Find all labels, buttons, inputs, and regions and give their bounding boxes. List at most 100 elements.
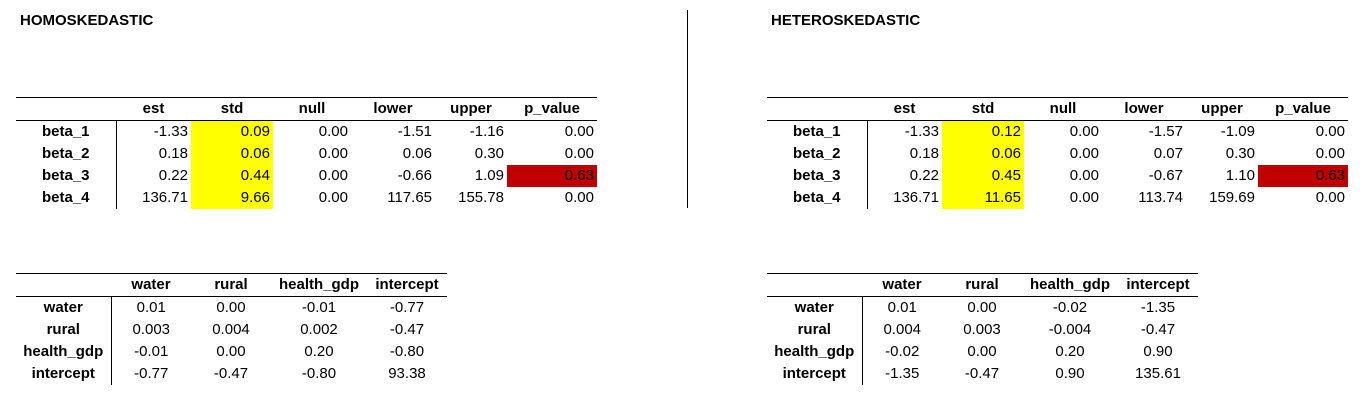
cell-water: 0.01 bbox=[887, 299, 917, 316]
cell-null: 0.00 bbox=[1069, 189, 1099, 206]
cell-intercept: 0.90 bbox=[1143, 343, 1173, 360]
cell-lower: -0.66 bbox=[397, 167, 432, 184]
homo-covariance-table: water rural health_gdp intercept water 0… bbox=[16, 273, 447, 385]
cell-rural: 0.00 bbox=[967, 343, 997, 360]
cell-std: 0.12 bbox=[942, 120, 1024, 143]
header-std: std bbox=[942, 97, 1024, 121]
table-row: health_gdp -0.02 0.00 0.20 0.90 bbox=[767, 341, 1198, 363]
row-label: intercept bbox=[16, 363, 112, 385]
cell-p-value: 0.00 bbox=[1315, 189, 1345, 206]
cell-est: -1.33 bbox=[904, 123, 939, 140]
coef-header-row: est std null lower upper p_value bbox=[16, 97, 597, 121]
cell-std: 11.65 bbox=[942, 187, 1024, 209]
cell-intercept: -0.77 bbox=[389, 299, 425, 316]
header-std: std bbox=[191, 97, 273, 121]
cell-water: -0.02 bbox=[885, 343, 920, 360]
row-label: health_gdp bbox=[767, 341, 863, 363]
cell-upper: 0.30 bbox=[474, 145, 504, 162]
cell-est: -1.33 bbox=[153, 123, 188, 140]
cell-null: 0.00 bbox=[318, 145, 348, 162]
heteroskedastic-title: HETEROSKEDASTIC bbox=[771, 12, 921, 29]
header-lower: lower bbox=[351, 97, 435, 121]
cell-rural: -0.47 bbox=[213, 365, 249, 382]
cell-lower: 117.65 bbox=[387, 189, 432, 206]
header-null: null bbox=[273, 97, 351, 121]
row-label: beta_4 bbox=[16, 187, 117, 209]
cell-health-gdp: 0.20 bbox=[1055, 343, 1085, 360]
homoskedastic-title: HOMOSKEDASTIC bbox=[20, 12, 154, 29]
table-row: beta_2 0.18 0.06 0.00 0.06 0.30 0.00 bbox=[16, 143, 597, 165]
cell-upper: 1.09 bbox=[474, 167, 504, 184]
cell-water: 0.01 bbox=[136, 299, 166, 316]
row-label: beta_1 bbox=[767, 120, 868, 143]
header-est: est bbox=[116, 97, 191, 121]
header-rural: rural bbox=[191, 273, 271, 297]
cell-std: 0.06 bbox=[942, 143, 1024, 165]
cell-est: 0.22 bbox=[909, 167, 939, 184]
row-label: beta_2 bbox=[767, 143, 868, 165]
cell-null: 0.00 bbox=[318, 123, 348, 140]
cell-std: 0.06 bbox=[191, 143, 273, 165]
header-null: null bbox=[1024, 97, 1102, 121]
cell-p-value: 0.00 bbox=[1315, 123, 1345, 140]
cell-std: 9.66 bbox=[191, 187, 273, 209]
table-row: beta_4 136.71 9.66 0.00 117.65 155.78 0.… bbox=[16, 187, 597, 209]
cell-null: 0.00 bbox=[1069, 167, 1099, 184]
table-row: water 0.01 0.00 -0.02 -1.35 bbox=[767, 296, 1198, 319]
cell-upper: -1.16 bbox=[469, 123, 504, 140]
cell-intercept: -0.80 bbox=[389, 343, 425, 360]
cell-upper: -1.09 bbox=[1220, 123, 1255, 140]
cell-health-gdp: 0.002 bbox=[300, 321, 338, 338]
cell-lower: -1.51 bbox=[397, 123, 432, 140]
header-upper: upper bbox=[435, 97, 507, 121]
cell-est: 136.71 bbox=[142, 189, 188, 206]
vertical-divider bbox=[687, 10, 688, 208]
cell-rural: 0.004 bbox=[212, 321, 250, 338]
cell-upper: 155.78 bbox=[458, 189, 504, 206]
row-label: beta_3 bbox=[16, 165, 117, 187]
cell-upper: 0.30 bbox=[1225, 145, 1255, 162]
cell-water: -0.01 bbox=[134, 343, 169, 360]
header-water: water bbox=[862, 273, 942, 297]
cell-p-value: 0.00 bbox=[564, 123, 594, 140]
cell-lower: -1.57 bbox=[1148, 123, 1183, 140]
header-lower: lower bbox=[1102, 97, 1186, 121]
cell-null: 0.00 bbox=[1069, 145, 1099, 162]
row-label: beta_4 bbox=[767, 187, 868, 209]
table-row: beta_1 -1.33 0.12 0.00 -1.57 -1.09 0.00 bbox=[767, 120, 1348, 143]
row-label: beta_3 bbox=[767, 165, 868, 187]
table-row: rural 0.004 0.003 -0.004 -0.47 bbox=[767, 319, 1198, 341]
header-intercept: intercept bbox=[1118, 273, 1198, 297]
header-health-gdp: health_gdp bbox=[1022, 273, 1118, 297]
cell-rural: 0.00 bbox=[216, 299, 246, 316]
cell-lower: 0.07 bbox=[1153, 145, 1183, 162]
cell-p-value: 0.00 bbox=[564, 145, 594, 162]
table-row: intercept -1.35 -0.47 0.90 135.61 bbox=[767, 363, 1198, 385]
table-row: beta_4 136.71 11.65 0.00 113.74 159.69 0… bbox=[767, 187, 1348, 209]
cell-null: 0.00 bbox=[1069, 123, 1099, 140]
cell-null: 0.00 bbox=[318, 189, 348, 206]
cell-health-gdp: -0.02 bbox=[1052, 299, 1088, 316]
cell-upper: 159.69 bbox=[1209, 189, 1255, 206]
cell-p-value: 0.63 bbox=[507, 165, 597, 187]
cell-lower: 0.06 bbox=[402, 145, 432, 162]
cov-header-row: water rural health_gdp intercept bbox=[767, 273, 1198, 297]
row-label: rural bbox=[767, 319, 863, 341]
header-p-value: p_value bbox=[507, 97, 597, 121]
cell-intercept: 135.61 bbox=[1135, 365, 1181, 382]
row-label: water bbox=[767, 296, 863, 319]
table-row: intercept -0.77 -0.47 -0.80 93.38 bbox=[16, 363, 447, 385]
cell-health-gdp: -0.004 bbox=[1048, 321, 1092, 338]
header-rural: rural bbox=[942, 273, 1022, 297]
cell-null: 0.00 bbox=[318, 167, 348, 184]
homo-coefficient-table: est std null lower upper p_value beta_1 … bbox=[16, 97, 597, 209]
cell-health-gdp: -0.01 bbox=[301, 299, 337, 316]
header-p-value: p_value bbox=[1258, 97, 1348, 121]
cell-health-gdp: 0.90 bbox=[1055, 365, 1085, 382]
cell-lower: 113.74 bbox=[1138, 189, 1183, 206]
table-row: beta_2 0.18 0.06 0.00 0.07 0.30 0.00 bbox=[767, 143, 1348, 165]
cell-p-value: 0.63 bbox=[1258, 165, 1348, 187]
cell-water: 0.004 bbox=[883, 321, 922, 338]
cell-rural: 0.003 bbox=[963, 321, 1001, 338]
table-row: beta_3 0.22 0.45 0.00 -0.67 1.10 0.63 bbox=[767, 165, 1348, 187]
